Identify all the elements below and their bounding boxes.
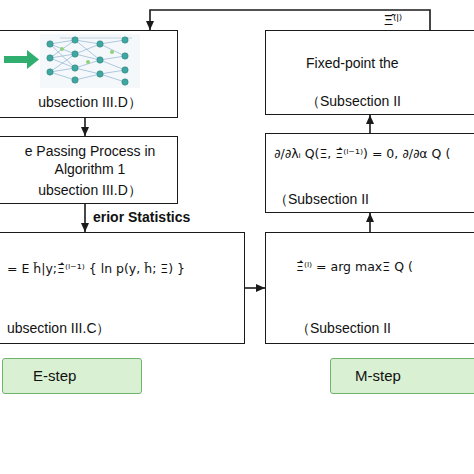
flow-arrow	[369, 115, 371, 133]
box-text: ubsection III.D）	[38, 182, 142, 200]
flow-arrow	[245, 287, 265, 289]
edge-label: erior Statistics	[91, 209, 192, 225]
flow-arrow	[150, 10, 430, 30]
box-heading: ∂/∂λᵢ Q(Ξ, Ξ̂⁽ˡ⁻¹⁾) = 0, ∂/∂α Q (	[274, 146, 450, 162]
flow-arrow	[84, 204, 86, 232]
box-heading: = E h̃|y;Ξ̂⁽ˡ⁻¹⁾ { ln p(y, h̃; Ξ) }	[7, 261, 185, 277]
box-heading: e Passing Process in Algorithm 1	[9, 143, 171, 178]
box-text: （Subsection II	[274, 191, 369, 209]
box-text: M-step	[355, 367, 401, 386]
neural-network-illustration	[40, 34, 140, 88]
step-label: M-step	[330, 358, 474, 394]
box-text: （Subsection II	[306, 93, 401, 111]
green-input-arrow	[4, 50, 39, 69]
process-box: e Passing Process in Algorithm 1 ubsectio…	[0, 136, 178, 204]
step-label: E-step	[2, 358, 142, 394]
process-box: = E h̃|y;Ξ̂⁽ˡ⁻¹⁾ { ln p(y, h̃; Ξ) } ubsec…	[0, 232, 245, 344]
box-heading: Fixed-point the	[306, 55, 399, 73]
process-box: Fixed-point the （Subsection II	[265, 30, 474, 115]
flow-arrow	[84, 118, 86, 136]
box-text: （Subsection II	[296, 320, 391, 338]
box-text: E-step	[33, 367, 76, 386]
edge-label: Ξ̂⁽ˡ⁾	[382, 12, 404, 28]
flow-arrow	[369, 213, 371, 232]
network-ground	[40, 34, 140, 88]
box-heading: Ξ̂⁽ˡ⁾ = arg maxΞ Q (	[296, 259, 413, 275]
process-box: ubsection III.D）	[0, 30, 178, 118]
box-text: ubsection III.C）	[7, 320, 111, 338]
process-box: ∂/∂λᵢ Q(Ξ, Ξ̂⁽ˡ⁻¹⁾) = 0, ∂/∂α Q ( （Subsec…	[265, 133, 474, 213]
box-text: ubsection III.D）	[38, 94, 142, 112]
process-box: Ξ̂⁽ˡ⁾ = arg maxΞ Q ( （Subsection II	[265, 232, 474, 344]
